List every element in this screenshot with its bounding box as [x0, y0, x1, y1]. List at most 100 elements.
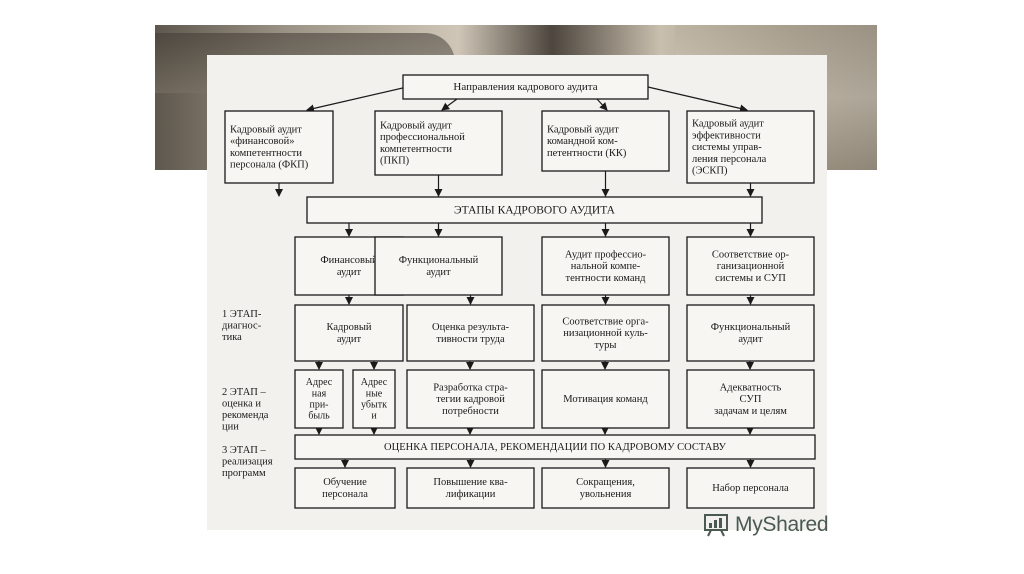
stage1-box-line: туры	[594, 340, 616, 351]
stage2-profit-box-line: Адрес	[306, 377, 333, 388]
direction-box: Кадровый аудит«финансовой»компетентности…	[224, 110, 334, 184]
stage3-box-frame	[541, 467, 670, 509]
stage-type-box-line: аудит	[426, 267, 451, 278]
direction-box-line: компетентности	[230, 148, 302, 159]
stage3-box-frame	[406, 467, 535, 509]
stage-type-box-line: аудит	[337, 267, 362, 278]
direction-box-line: эффективности	[692, 130, 761, 141]
evaluation-bar: ОЦЕНКА ПЕРСОНАЛА, РЕКОМЕНДАЦИИ ПО КАДРОВ…	[294, 434, 816, 460]
stage2-box: Мотивация команд	[541, 369, 670, 429]
stage3-box-line: увольнения	[580, 489, 632, 500]
arrow-title-dir	[306, 86, 408, 113]
direction-box-line: (ЭСКП)	[692, 166, 728, 177]
connector-arrows	[275, 86, 755, 468]
stage1-box: Соответствие орга-низационной куль-туры	[541, 304, 670, 362]
stage1-box-frame	[406, 304, 535, 362]
stage2-profit-box-line: ная	[312, 388, 327, 399]
stages-header-frame	[306, 196, 763, 224]
stage1-box-frame	[541, 304, 670, 362]
stage3-label: программ	[222, 468, 266, 479]
stage2-loss-box-line: и	[371, 411, 377, 422]
stage2-profit-box-line: при-	[309, 400, 328, 411]
stage2-loss-box-line: Адрес	[361, 377, 388, 388]
stage3-box: Набор персонала	[686, 467, 815, 509]
brand-name: MyShared	[735, 513, 829, 536]
stage2-label: 2 ЭТАП –	[222, 387, 266, 398]
direction-box-line: системы управ-	[692, 142, 762, 153]
stage3-box-frame	[294, 467, 396, 509]
stage2-box-line: Разработка стра-	[433, 382, 508, 393]
stage-type-box: Аудит профессио-нальной компе-тентности …	[541, 236, 670, 296]
stage2-box-frame	[541, 369, 670, 429]
stage-type-box-frame	[686, 236, 815, 296]
stage2-box-line: потребности	[442, 406, 499, 417]
stages-header: ЭТАПЫ КАДРОВОГО АУДИТА	[306, 196, 763, 224]
stage2-loss-box-frame	[352, 369, 396, 429]
watermark-brand: MyShared	[703, 512, 829, 538]
direction-box-frame	[686, 110, 815, 184]
stage3-box: Сокращения,увольнения	[541, 467, 670, 509]
stage3-box-line: Набор персонала	[712, 483, 789, 494]
stage2-box-line: Мотивация команд	[563, 394, 648, 405]
stage3-box-line: Обучение	[323, 477, 367, 488]
stage3-label: реализация	[222, 457, 273, 468]
stage3-box-line: Повышение ква-	[433, 477, 508, 488]
stage1-box-line: низационной куль-	[563, 328, 648, 339]
direction-box-line: компетентности	[380, 144, 452, 155]
stage2-box-line: тегии кадровой	[436, 394, 505, 405]
direction-box: Кадровый аудитпрофессиональнойкомпетентн…	[374, 110, 503, 176]
stage1-box-line: Кадровый	[327, 322, 372, 333]
stage1-box-line: тивности труда	[436, 334, 505, 345]
stage3-box-line: лификации	[446, 489, 496, 500]
stage2-box: Разработка стра-тегии кадровойпотребност…	[406, 369, 535, 429]
stage3-box-line: персонала	[322, 489, 368, 500]
direction-box-line: «финансовой»	[230, 136, 295, 147]
stage2-profit-box-line: быль	[308, 411, 330, 422]
direction-box-frame	[541, 110, 670, 172]
stage-type-box-line: Соответствие ор-	[712, 249, 790, 260]
stage-type-box-line: системы и СУП	[715, 273, 786, 284]
direction-box-line: Кадровый аудит	[692, 119, 764, 130]
stage2-loss-box-line: ные	[366, 388, 383, 399]
arrow-title-dir	[441, 98, 458, 111]
stage1-box-line: Функциональный	[711, 322, 791, 333]
stage-type-box-frame	[541, 236, 670, 296]
stage1-box-line: аудит	[337, 334, 362, 345]
direction-box-line: петентности (КК)	[547, 148, 627, 159]
evaluation-bar-frame	[294, 434, 816, 460]
stage-type-box-line: ганизационной	[717, 261, 785, 272]
arrow-title-dir	[647, 86, 748, 113]
stage-type-box-line: Аудит профессио-	[565, 249, 647, 260]
stage1-label: 1 ЭТАП-	[222, 309, 262, 320]
stage-type-box-frame	[374, 236, 503, 296]
stage-type-box-line: Функциональный	[399, 255, 479, 266]
stage2-box-frame	[686, 369, 815, 429]
stages-header-line: ЭТАПЫ КАДРОВОГО АУДИТА	[454, 204, 616, 216]
stage1-label: диагнос-	[222, 321, 262, 332]
direction-box-frame	[374, 110, 503, 176]
directions-title: Направления кадрового аудита	[402, 74, 649, 100]
stage2-profit-box-frame	[294, 369, 344, 429]
direction-box-line: (ПКП)	[380, 156, 410, 167]
stage3-box: Повышение ква-лификации	[406, 467, 535, 509]
stage2-box-line: СУП	[740, 394, 762, 405]
stage2-label: оценка и	[222, 399, 261, 410]
stage2-label: ции	[222, 422, 239, 433]
directions-title-line: Направления кадрового аудита	[453, 81, 597, 93]
stage2-label: рекоменда	[222, 410, 269, 421]
direction-box-line: Кадровый аудит	[230, 124, 302, 135]
stage1-box-line: Соответствие орга-	[562, 316, 649, 327]
arrow-title-dir	[596, 98, 608, 111]
stage1-box: Оценка результа-тивности труда	[406, 304, 535, 362]
